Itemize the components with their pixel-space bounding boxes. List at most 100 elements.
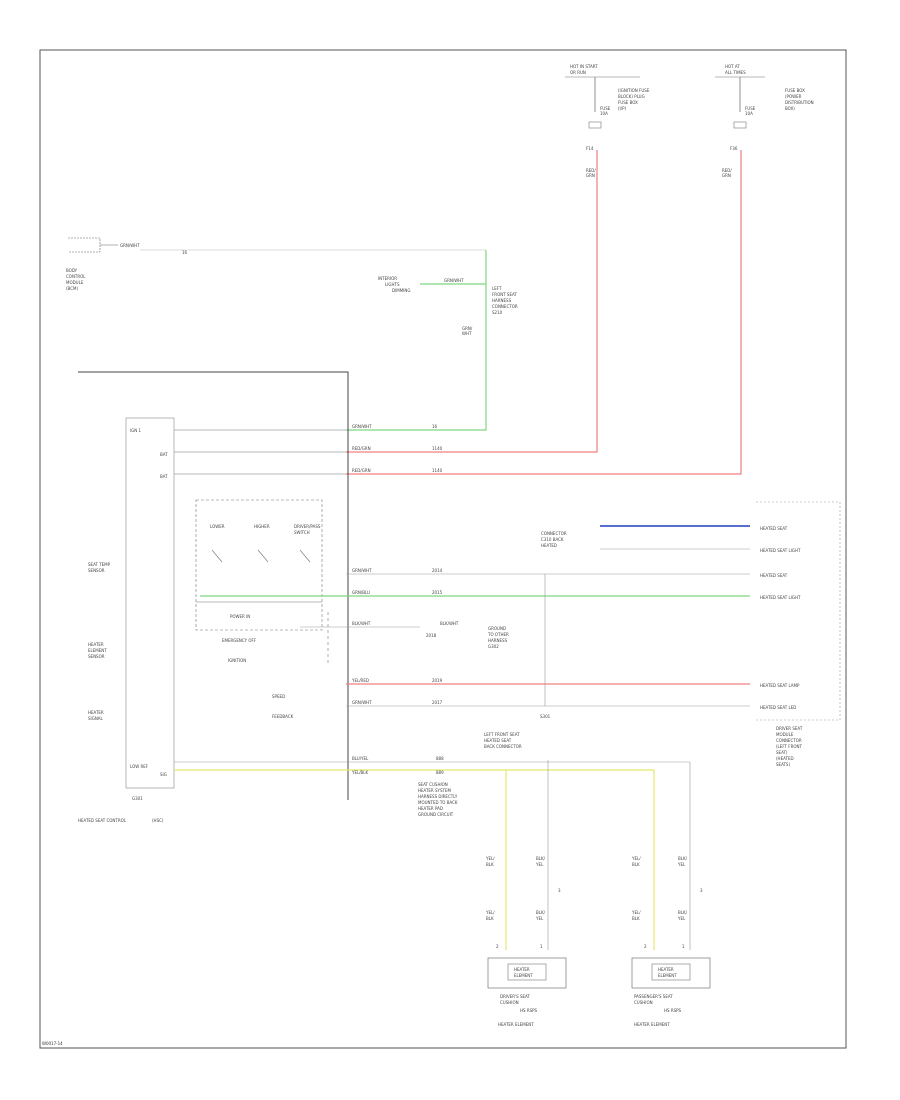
fuse-left-note-1: (IGNITION FUSE xyxy=(618,88,650,93)
wire-1-pin: 16 xyxy=(432,424,438,429)
sh2-code: HS RSPS xyxy=(664,1008,682,1013)
module-pin-bat-2: BAT xyxy=(160,474,168,479)
fuse-left-label-2: 10A xyxy=(600,111,608,116)
fuse-right-label-1: FUSE xyxy=(745,106,756,111)
fuse-right-label-2: 10A xyxy=(745,111,753,116)
module-label-6: HEATER xyxy=(88,710,104,715)
sh1-pin-2: 1 xyxy=(540,944,543,949)
rc-caption-4: (LEFT FRONT xyxy=(776,744,802,749)
wire-6-color: BLK/WHT xyxy=(352,621,371,626)
switch-driver-pass: DRIVER/PASS xyxy=(294,524,321,529)
bcm-connector: GRN/WHT 16 BODY CONTROL MODULE (BCM) xyxy=(66,237,486,291)
wire-7-pin: 2019 xyxy=(432,678,443,683)
bcm-label-1: BODY xyxy=(66,268,78,273)
fuse-left-label-1: FUSE xyxy=(600,106,611,111)
splice-label-2: FRONT SEAT xyxy=(492,292,517,297)
wire-8-color: GRN/WHT xyxy=(352,700,372,705)
rc-hdr-1: CONNECTOR xyxy=(541,531,567,536)
fuse-left-wire-2: GRN xyxy=(586,173,595,178)
fuse-left-note-2: BLOCK) PLUG xyxy=(618,94,645,99)
sh1-title-2: CUSHION xyxy=(500,1000,519,1005)
wire-5-pin: 2015 xyxy=(432,590,443,595)
sh2-w8: YEL xyxy=(677,916,686,921)
red-wire-left xyxy=(346,150,598,453)
sh2-title-1: PASSENGER'S SEAT xyxy=(634,994,673,999)
splice-label-3: HARNESS xyxy=(492,298,512,303)
rc-caption-2: MODULE xyxy=(776,732,794,737)
module-pin-lowref: LOW REF xyxy=(130,764,149,769)
sh2-w5: YEL/ xyxy=(631,910,641,915)
wire-3-color: RED/GRN xyxy=(352,468,371,473)
wire-9-pin: 888 xyxy=(436,756,444,761)
center-note-3: HARNESS DIRECTLY xyxy=(418,794,458,799)
fuse-right-id: F36 xyxy=(730,146,738,151)
fuse-right-note-4: BOX) xyxy=(785,106,795,111)
passenger-seat-heater: YEL/ BLK BLK/ YEL YEL/ BLK BLK/ YEL 2 1 … xyxy=(631,856,711,1027)
sh1-w3: BLK/ xyxy=(536,856,546,861)
dimming-vert-2: WHT xyxy=(462,331,472,336)
right-connector: CONNECTOR C310 BACK HEATED HEATED SEAT H… xyxy=(541,501,841,767)
dimming-label-1: INTERIOR xyxy=(378,276,397,281)
center-splice-id: S301 xyxy=(540,714,551,719)
figure-code: W0017-14 xyxy=(42,1041,63,1046)
dimming-branch: INTERIOR LIGHTS DIMMING GRN/WHT LEFT FRO… xyxy=(346,250,518,431)
ground-conn-2: TO OTHER xyxy=(487,632,509,637)
rc-caption-6: (HEATED xyxy=(776,756,794,761)
switch-switch: SWITCH xyxy=(294,530,310,535)
wire-5-color: GRN/BLU xyxy=(352,590,370,595)
sh2-w1: YEL/ xyxy=(631,856,641,861)
ground-conn-1: GROUND xyxy=(488,626,506,631)
sh2-title-3: HEATER ELEMENT xyxy=(634,1022,670,1027)
rc-line-6: HEATED SEAT LED xyxy=(760,705,796,710)
rc-caption-1: DRIVER SEAT xyxy=(776,726,803,731)
splice-id: S210 xyxy=(492,310,503,315)
sh2-w7: BLK/ xyxy=(678,910,688,915)
rc-caption-5: SEAT) xyxy=(776,750,788,755)
fuse-right-symbol xyxy=(733,121,747,129)
wire-4-pin: 2014 xyxy=(432,568,443,573)
module-pin-sig: SIG xyxy=(160,772,167,777)
center-splice-3: BACK CONNECTOR xyxy=(484,744,522,749)
fuse-left-header-1: HOT IN START xyxy=(570,64,598,69)
fuse-right: HOT AT ALL TIMES FUSE 10A FUSE BOX (POWE… xyxy=(715,64,814,178)
dimming-label-2: LIGHTS xyxy=(385,282,400,287)
rc-hdr-2: C310 BACK xyxy=(541,537,564,542)
center-splice-1: LEFT FRONT SEAT xyxy=(484,732,520,737)
sh1-pin-1: 2 xyxy=(496,944,499,949)
sh1-pin-3: 3 xyxy=(558,888,561,893)
sh2-w6: BLK xyxy=(632,916,640,921)
inner-power-in: POWER IN xyxy=(230,614,250,619)
module-label-2: SENSOR xyxy=(88,568,105,573)
fuse-left-symbol xyxy=(588,121,602,129)
sh1-w7: BLK/ xyxy=(536,910,546,915)
sh1-box-1: HEATER xyxy=(514,967,530,972)
driver-seat-heater: YEL/ BLK BLK/ YEL YEL/ BLK BLK/ YEL 2 1 … xyxy=(485,856,567,1027)
bcm-pin: 16 xyxy=(182,250,188,255)
fuse-right-note-2: (POWER xyxy=(785,94,802,99)
sh2-box-2: ELEMENT xyxy=(658,973,677,978)
sh1-title-3: HEATER ELEMENT xyxy=(498,1022,534,1027)
module-label-3: HEATER xyxy=(88,642,104,647)
fuse-right-header-1: HOT AT xyxy=(725,64,740,69)
dimming-wire-label: GRN/WHT xyxy=(444,278,464,283)
center-splice: S301 LEFT FRONT SEAT HEATED SEAT BACK CO… xyxy=(418,574,551,817)
rc-caption-3: CONNECTOR xyxy=(776,738,802,743)
sh1-w5: YEL/ xyxy=(485,910,495,915)
rc-line-5: HEATED SEAT LAMP xyxy=(760,683,800,688)
fuse-left: HOT IN START OR RUN FUSE 10A (IGNITION F… xyxy=(565,64,650,178)
rc-line-1: HEATED SEAT xyxy=(760,526,788,531)
heater-wires xyxy=(505,760,691,950)
wire-7-color: YEL/RED xyxy=(351,678,369,683)
wire-6-pin: 2018 xyxy=(426,633,437,638)
sh2-box-1: HEATER xyxy=(658,967,674,972)
sh1-w2: BLK xyxy=(486,862,494,867)
sh1-code: HS RSPS xyxy=(520,1008,538,1013)
module-pin-ign: IGN 1 xyxy=(130,428,142,433)
center-note-6: GROUND CIRCUIT xyxy=(418,812,454,817)
sh2-pin-2: 1 xyxy=(682,944,685,949)
bcm-label-2: CONTROL xyxy=(66,274,86,279)
fuse-left-header-2: OR RUN xyxy=(570,70,586,75)
splice-label-4: CONNECTOR xyxy=(492,304,518,309)
ground-conn-id: G302 xyxy=(488,644,499,649)
